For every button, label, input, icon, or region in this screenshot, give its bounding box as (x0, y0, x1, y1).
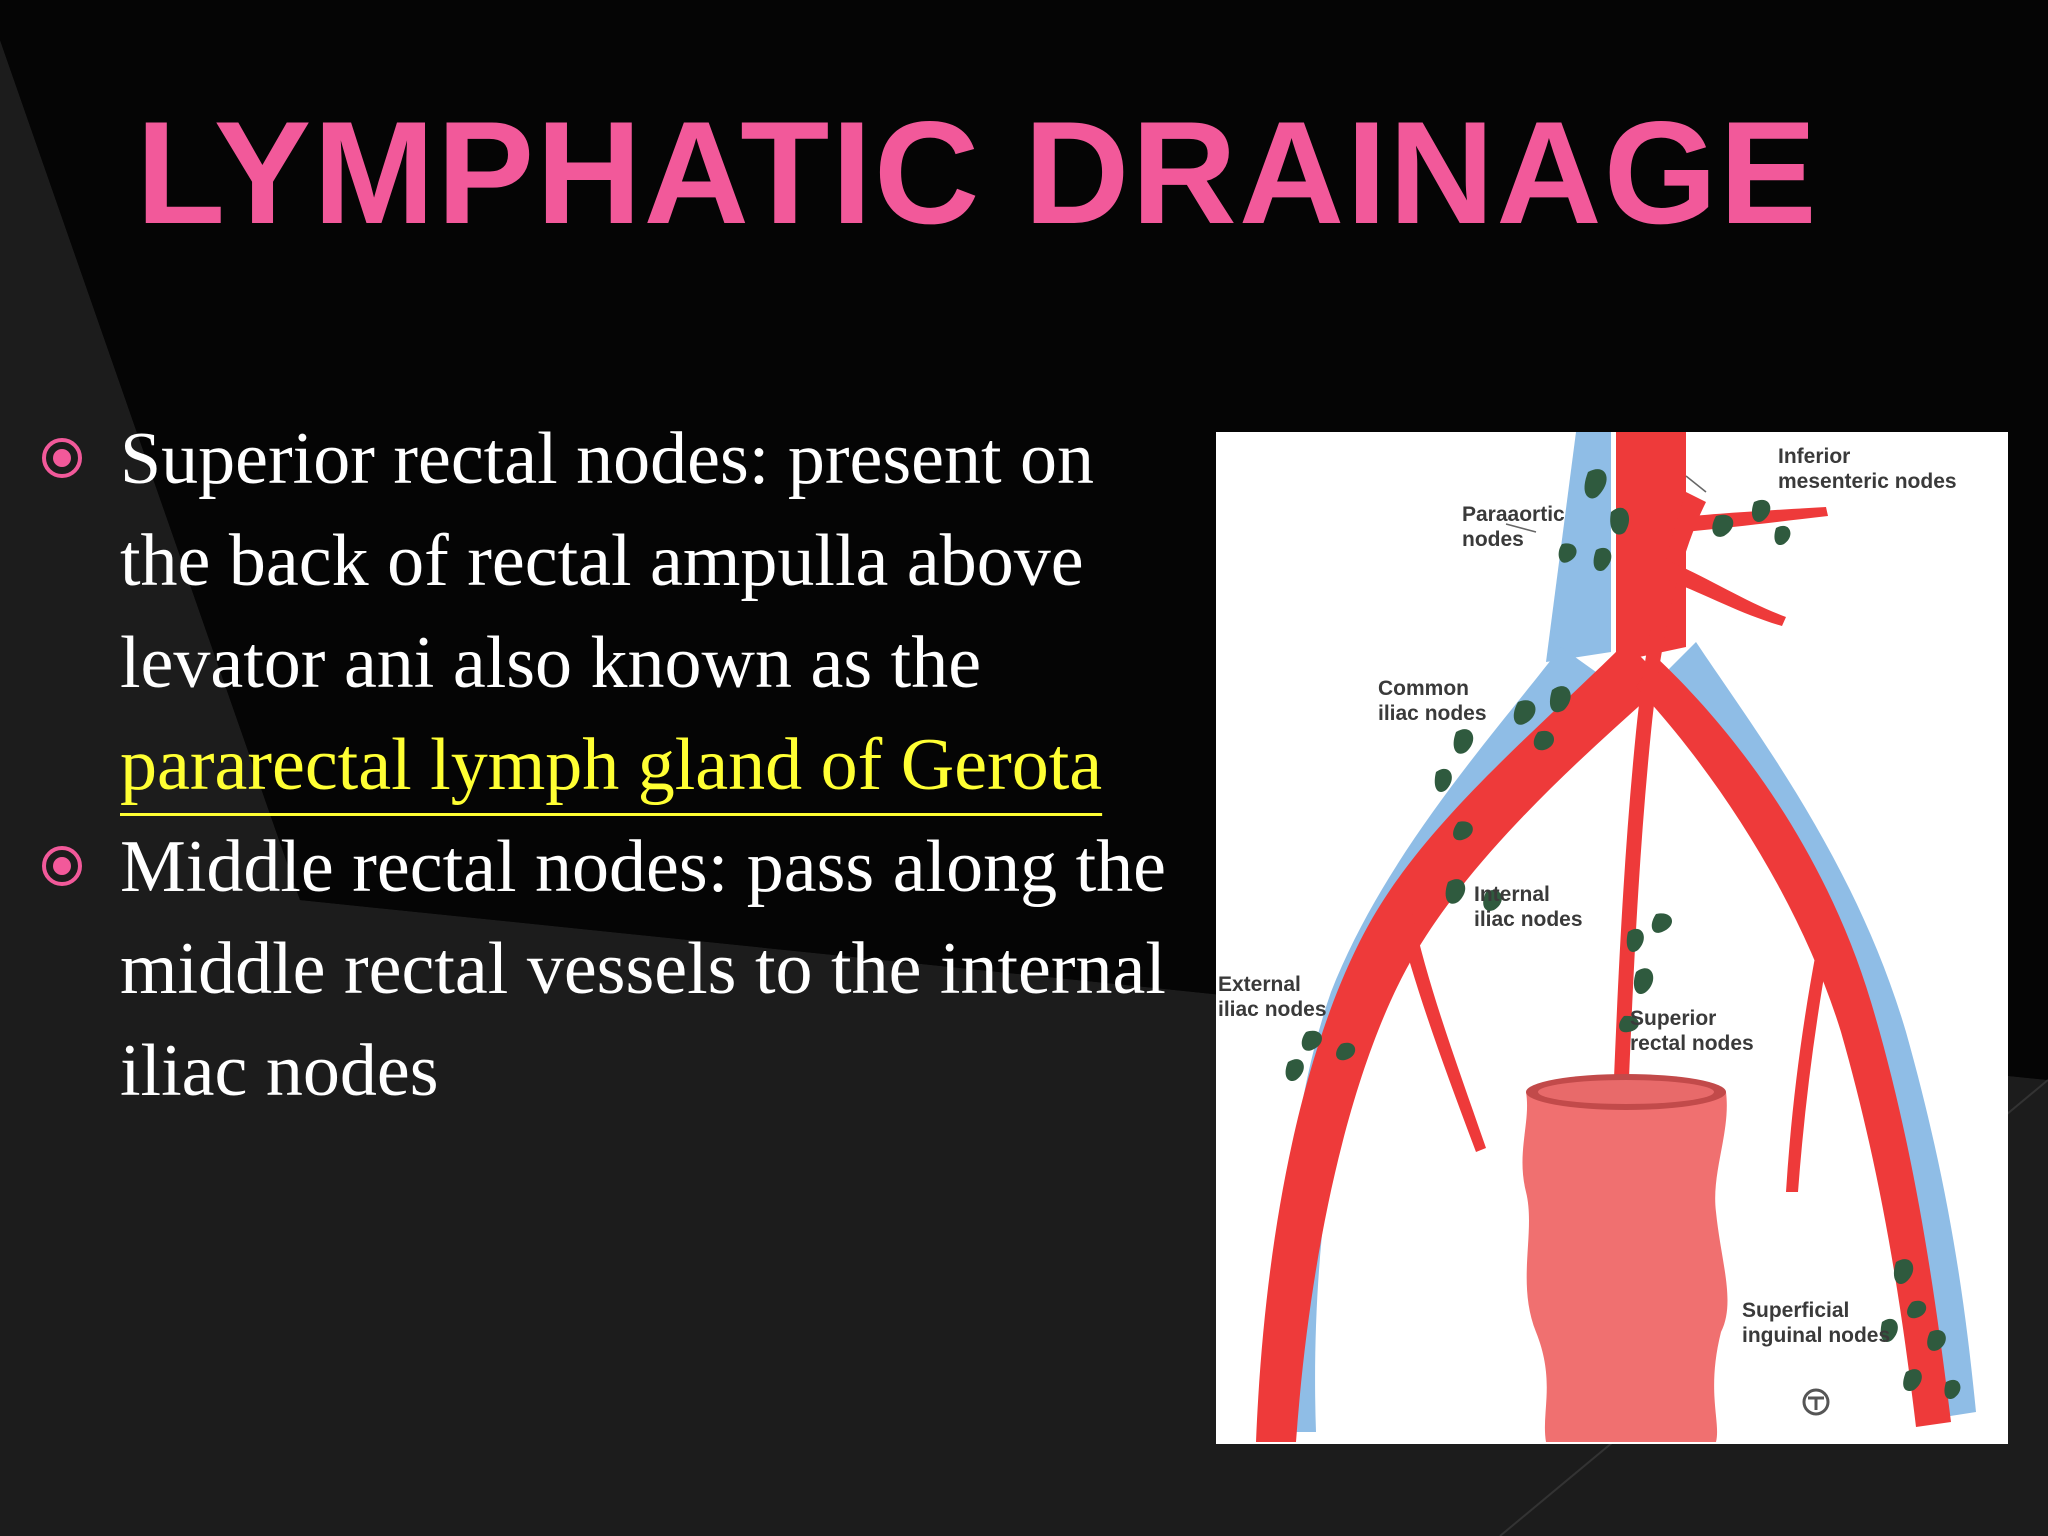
label-superficial-inguinal-nodes: Superficial inguinal nodes (1742, 1299, 1891, 1347)
bullet-middle-rectal: Middle rectal nodes: pass along the midd… (30, 816, 1200, 1122)
artist-mark (1802, 1388, 1830, 1416)
label-internal-iliac-nodes: Internal iliac nodes (1474, 883, 1583, 931)
bullet-text: Superior rectal nodes: present on the ba… (120, 418, 1095, 704)
label-paraaortic-nodes: Paraaortic nodes (1462, 503, 1565, 551)
slide-title: LYMPHATIC DRAINAGE (136, 91, 1819, 254)
left-common-iliac-artery (1256, 642, 1666, 1442)
label-leader-lines (1505, 475, 1707, 533)
right-internal-branch (1786, 952, 1828, 1192)
label-superior-rectal-nodes: Superior rectal nodes (1630, 1007, 1754, 1055)
highlight-term: pararectal lymph gland of Gerota (120, 724, 1103, 806)
bullet-circle-icon (42, 846, 82, 886)
vessel-illustration (1256, 432, 1976, 1442)
label-common-iliac-nodes: Common iliac nodes (1378, 677, 1487, 725)
lymphatic-diagram: Inferior mesenteric nodes Paraaortic nod… (1216, 432, 2008, 1444)
internal-iliac-branch (1396, 912, 1486, 1152)
sigmoid-branch (1668, 562, 1786, 626)
right-common-iliac-artery (1636, 657, 1951, 1427)
bullet-list: Superior rectal nodes: present on the ba… (30, 408, 1200, 1122)
bullet-superior-rectal: Superior rectal nodes: present on the ba… (30, 408, 1200, 816)
label-external-iliac-nodes: External iliac nodes (1218, 973, 1327, 1021)
bullet-text: Middle rectal nodes: pass along the midd… (120, 826, 1167, 1112)
label-inferior-mesenteric-nodes: Inferior mesenteric nodes (1778, 445, 1957, 493)
lymph-node-cluster (1285, 469, 1961, 1400)
bullet-circle-icon (42, 438, 82, 478)
rectum (1522, 1077, 1728, 1442)
